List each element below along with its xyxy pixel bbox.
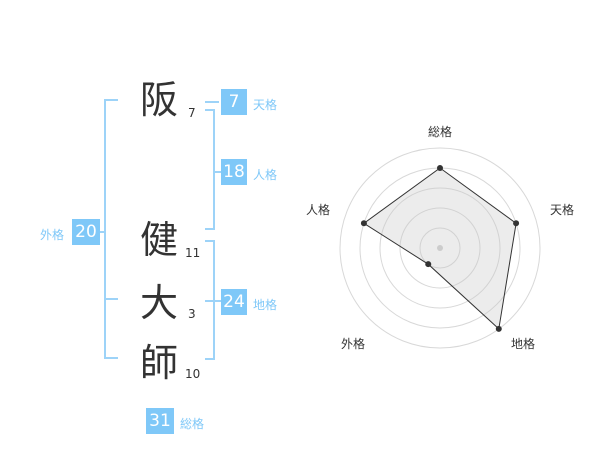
radar-point-0 bbox=[437, 165, 443, 171]
jinkaku-value: 18 bbox=[221, 159, 247, 185]
chikaku-value: 24 bbox=[221, 289, 247, 315]
name-char-2-strokes: 11 bbox=[185, 246, 201, 260]
soukaku-value: 31 bbox=[146, 408, 174, 434]
name-char-4: 師 bbox=[140, 341, 179, 385]
chikaku-bracket-top bbox=[205, 240, 215, 242]
radar-label-gaikaku: 外格 bbox=[341, 337, 366, 351]
name-char-1: 阪 bbox=[140, 78, 179, 122]
radar-label-chikaku: 地格 bbox=[511, 337, 536, 351]
jinkaku-bracket-vertical bbox=[213, 109, 215, 230]
jinkaku-connector bbox=[213, 171, 221, 173]
name-char-1-strokes: 7 bbox=[188, 106, 196, 120]
chikaku-connector bbox=[205, 300, 221, 302]
jinkaku-label: 人格 bbox=[253, 168, 278, 182]
gaikaku-bracket-mid bbox=[104, 298, 118, 300]
radar-label-tenkaku: 天格 bbox=[550, 203, 575, 217]
radar-point-3 bbox=[425, 261, 432, 268]
gaikaku-bracket-vertical bbox=[104, 99, 106, 359]
name-char-3-strokes: 3 bbox=[188, 307, 196, 321]
radar-point-1 bbox=[513, 220, 520, 227]
chikaku-bracket-bottom bbox=[205, 358, 215, 360]
jinkaku-bracket-bottom bbox=[205, 228, 215, 230]
radar-label-soukaku: 総格 bbox=[428, 125, 453, 139]
radar-point-2 bbox=[495, 325, 502, 332]
radar-point-4 bbox=[360, 220, 367, 227]
radar-ring-5 bbox=[339, 147, 541, 349]
radar-ring-1 bbox=[419, 227, 461, 269]
tenkaku-connector bbox=[205, 101, 219, 103]
jinkaku-bracket-top bbox=[205, 109, 215, 111]
soukaku-label: 総格 bbox=[180, 417, 205, 431]
name-char-2: 健 bbox=[140, 218, 179, 262]
tenkaku-label: 天格 bbox=[253, 98, 278, 112]
radar-points bbox=[360, 165, 520, 332]
gaikaku-value: 20 bbox=[72, 219, 100, 245]
gaikaku-label: 外格 bbox=[40, 228, 65, 242]
chikaku-label: 地格 bbox=[253, 298, 278, 312]
name-char-3: 大 bbox=[140, 281, 179, 325]
name-char-4-strokes: 10 bbox=[185, 367, 201, 381]
gaikaku-bracket-bottom bbox=[104, 357, 118, 359]
gaikaku-bracket-top bbox=[104, 99, 118, 101]
radar-grid bbox=[339, 147, 541, 349]
radar-ring-2 bbox=[399, 207, 481, 289]
radar-center bbox=[437, 245, 443, 251]
tenkaku-value: 7 bbox=[221, 89, 247, 115]
radar-ring-3 bbox=[379, 187, 501, 309]
radar-label-jinkaku: 人格 bbox=[306, 203, 331, 217]
gaikaku-connector bbox=[98, 231, 106, 233]
